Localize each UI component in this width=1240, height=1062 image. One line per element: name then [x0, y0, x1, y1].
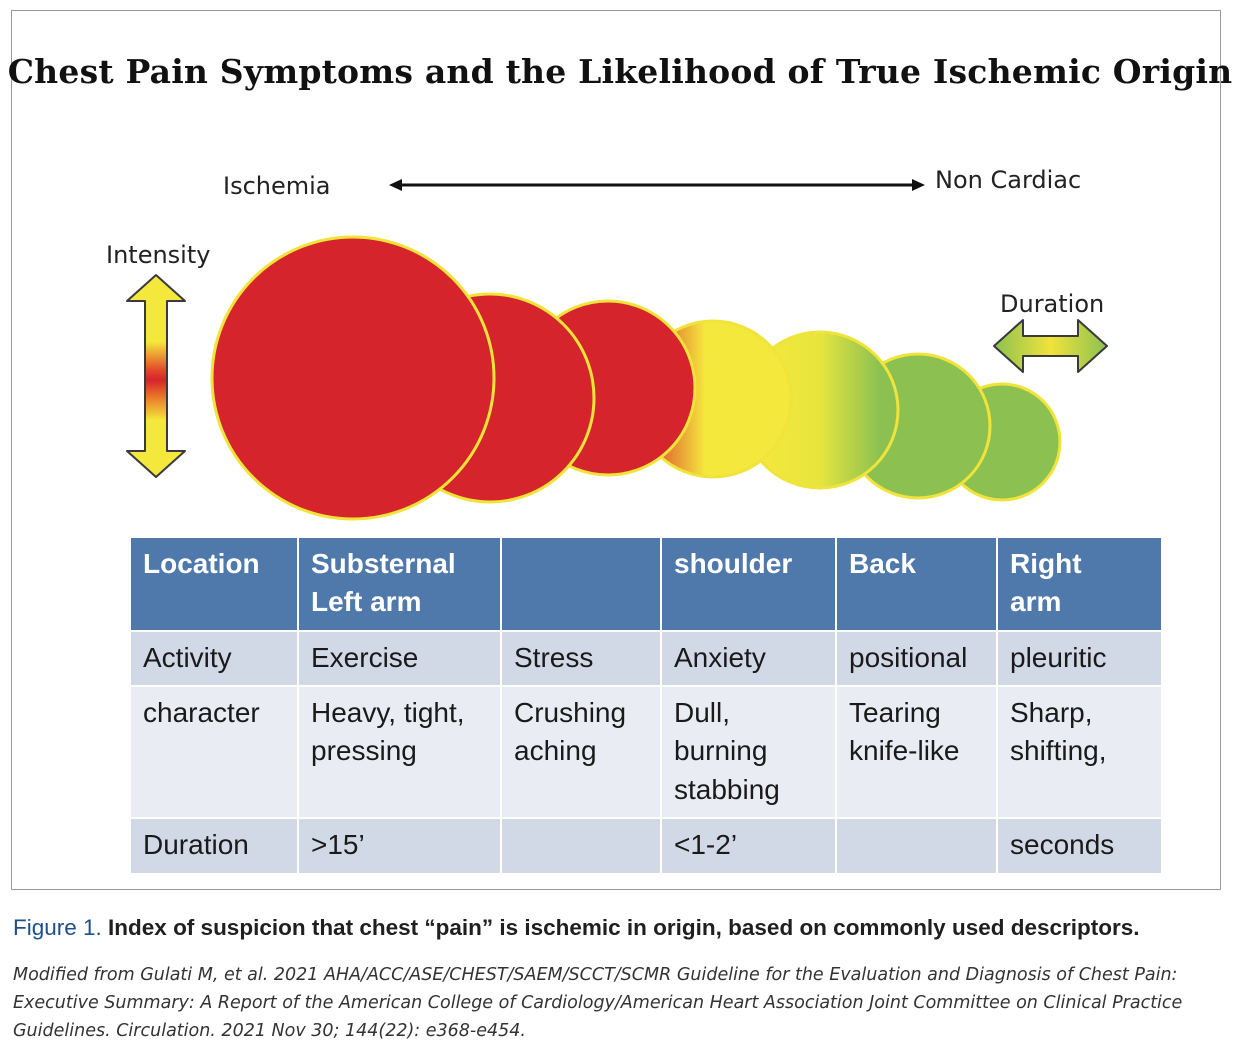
duration-label: Duration [1000, 290, 1105, 318]
figure-title: Chest Pain Symptoms and the Likelihood o… [7, 52, 1233, 91]
table-header-cell: Location [129, 536, 299, 632]
table-cell: Stress [500, 629, 662, 688]
symptom-circle-1 [210, 235, 496, 521]
table-cell: Anxiety [660, 629, 837, 688]
table-header-cell: shoulder [660, 536, 837, 632]
table-row-label: Activity [129, 629, 299, 688]
table-row-label: Duration [129, 817, 299, 875]
table-cell: Heavy, tight,pressing [297, 685, 502, 820]
table-cell: >15’ [297, 817, 502, 875]
figure-label: Figure 1. [13, 915, 102, 940]
table-cell: Sharp,shifting, [996, 685, 1163, 820]
table-row: Duration>15’ <1-2’ seconds [129, 817, 1163, 875]
figure-caption: Figure 1. Index of suspicion that chest … [13, 915, 1140, 941]
table-cell: <1-2’ [660, 817, 837, 875]
non-cardiac-label: Non Cardiac [935, 166, 1082, 194]
intensity-label: Intensity [106, 241, 211, 269]
table-cell: positional [835, 629, 998, 688]
duration-arrow [993, 319, 1108, 373]
table-cell: pleuritic [996, 629, 1163, 688]
ischemia-label: Ischemia [223, 172, 331, 200]
symptom-diagram [126, 179, 1108, 521]
intensity-arrow [126, 274, 186, 478]
figure-caption-text: Index of suspicion that chest “pain” is … [101, 915, 1140, 940]
table-header-cell [500, 536, 662, 632]
table-cell: seconds [996, 817, 1163, 875]
table-cell [835, 817, 998, 875]
table-cell: Exercise [297, 629, 502, 688]
figure-source: Modified from Gulati M, et al. 2021 AHA/… [13, 965, 1183, 1041]
table-row-label: character [129, 685, 299, 820]
table-header-cell: Back [835, 536, 998, 632]
table-cell [500, 817, 662, 875]
spectrum-arrow [389, 179, 925, 191]
